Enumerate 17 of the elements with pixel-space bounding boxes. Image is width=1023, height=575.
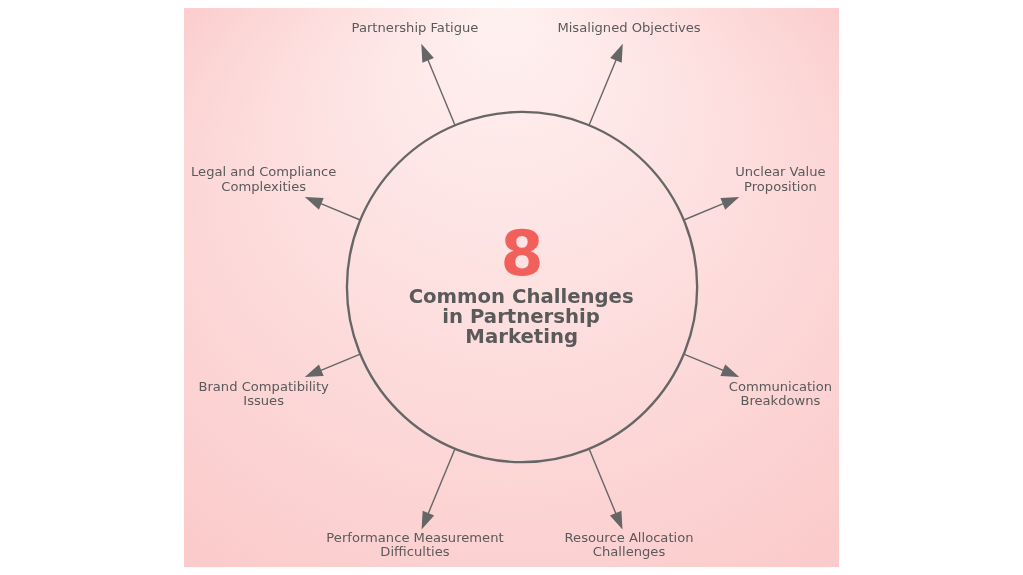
arrow: [304, 353, 361, 377]
arrow: [588, 43, 623, 126]
arrow: [683, 353, 740, 377]
arrow: [421, 43, 456, 126]
node-circle: 8 Common Challenges in Partnership Marketing: [345, 110, 699, 464]
node-text: Performance Measurement Difficulties: [326, 529, 504, 559]
node-text: Resource Allocation Challenges: [564, 529, 694, 559]
node-text: Partnership Fatigue: [351, 20, 479, 36]
node-text: Legal and Compliance Complexities: [191, 164, 337, 194]
node-text: Unclear Value Proposition: [735, 164, 826, 194]
node-text: Misaligned Objectives: [557, 20, 701, 36]
arrow: [421, 448, 456, 530]
node-text: Brand Compatibility Issues: [198, 378, 329, 408]
arrow: [683, 197, 740, 221]
node-text: Communication Breakdowns: [728, 378, 833, 408]
arrow: [588, 448, 623, 530]
arrow: [304, 197, 361, 221]
